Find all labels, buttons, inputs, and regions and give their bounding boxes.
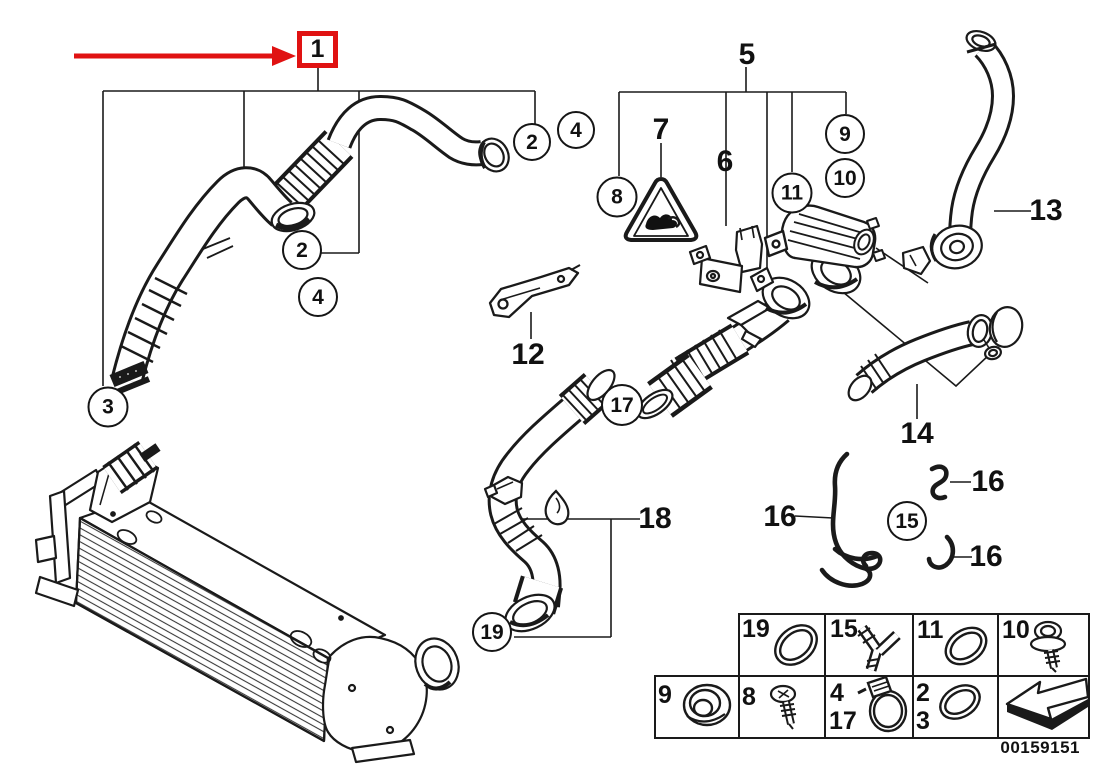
o-ring-icon xyxy=(774,624,818,666)
hose-1-end-ring xyxy=(478,137,510,173)
table-num-15: 15 xyxy=(830,615,858,643)
callout-2a[interactable]: 2 xyxy=(513,123,551,161)
label-16-bottom-right: 16 xyxy=(969,540,1003,573)
table-num-19: 19 xyxy=(742,615,770,643)
hose-1-port-ring xyxy=(270,201,316,233)
callout-9[interactable]: 9 xyxy=(825,114,865,154)
table-num-17: 17 xyxy=(829,707,857,735)
callout-11[interactable]: 11 xyxy=(771,172,813,214)
o-ring-icon xyxy=(944,626,988,666)
label-6: 6 xyxy=(716,145,734,178)
intercooler xyxy=(34,441,460,764)
label-13: 13 xyxy=(1029,194,1063,227)
charge-pipe xyxy=(636,298,790,420)
callout-4a[interactable]: 4 xyxy=(557,111,595,149)
holder-bracket-6 xyxy=(688,224,764,294)
table-num-9: 9 xyxy=(658,681,672,709)
o-ring-icon xyxy=(939,684,981,720)
pipe-flag-bracket xyxy=(726,299,772,349)
hose-14-connector xyxy=(966,306,1024,361)
label-16-top-right: 16 xyxy=(971,465,1005,498)
charge-air-hose-1-lower xyxy=(109,166,316,395)
label-7: 7 xyxy=(652,113,670,146)
hose-13-coupling xyxy=(901,224,983,276)
hose-18-end-ring xyxy=(504,593,556,633)
label-18: 18 xyxy=(638,502,672,535)
table-num-2: 2 xyxy=(916,679,930,707)
callout-4b[interactable]: 4 xyxy=(298,277,338,317)
red-arrow-icon xyxy=(74,46,296,66)
callout-3[interactable]: 3 xyxy=(87,386,129,428)
hose-18-emblem xyxy=(544,489,570,526)
label-12: 12 xyxy=(511,338,545,371)
callout-17[interactable]: 17 xyxy=(601,384,643,426)
charge-air-hose-1-upper xyxy=(271,94,510,213)
table-num-11: 11 xyxy=(917,616,944,644)
intercooler-right-tank xyxy=(321,635,460,764)
support-bracket-12 xyxy=(488,264,581,319)
table-num-10: 10 xyxy=(1002,616,1030,644)
vent-hose-13 xyxy=(901,30,1016,276)
label-5: 5 xyxy=(738,38,756,71)
parts-table-icons xyxy=(682,620,1090,733)
warning-triangle-icon xyxy=(623,177,699,242)
clamp-ring xyxy=(853,217,886,262)
label-14: 14 xyxy=(900,417,934,450)
highlighted-callout-1[interactable]: 1 xyxy=(297,31,338,68)
table-num-8: 8 xyxy=(742,683,756,711)
callout-8[interactable]: 8 xyxy=(596,176,638,218)
drawing-number: 00159151 xyxy=(1000,738,1080,757)
throttle-air-box xyxy=(749,204,886,320)
callout-2b[interactable]: 2 xyxy=(282,230,322,270)
label-16-left: 16 xyxy=(763,500,797,533)
screw-washer-icon xyxy=(1029,620,1067,673)
callout-10[interactable]: 10 xyxy=(825,158,865,198)
intercooler-top-holes xyxy=(110,510,344,664)
retaining-clips xyxy=(819,451,956,588)
y-hose-icon xyxy=(857,624,901,672)
callout-leader-lines xyxy=(102,67,1031,638)
table-num-4: 4 xyxy=(830,679,844,707)
hose-clamp-icon xyxy=(857,675,908,733)
flange-ring-lower xyxy=(749,266,811,320)
hose-18-clip xyxy=(483,475,524,506)
direction-arrow-icon xyxy=(1005,677,1090,730)
callout-15[interactable]: 15 xyxy=(887,501,927,541)
vent-hose-14 xyxy=(847,306,1024,402)
charge-air-hose-18 xyxy=(483,368,616,633)
table-num-3: 3 xyxy=(916,707,930,735)
screw-icon xyxy=(769,684,797,730)
callout-19[interactable]: 19 xyxy=(472,612,512,652)
intercooler-inlet-connector xyxy=(102,441,161,494)
grommet-icon xyxy=(682,683,732,727)
